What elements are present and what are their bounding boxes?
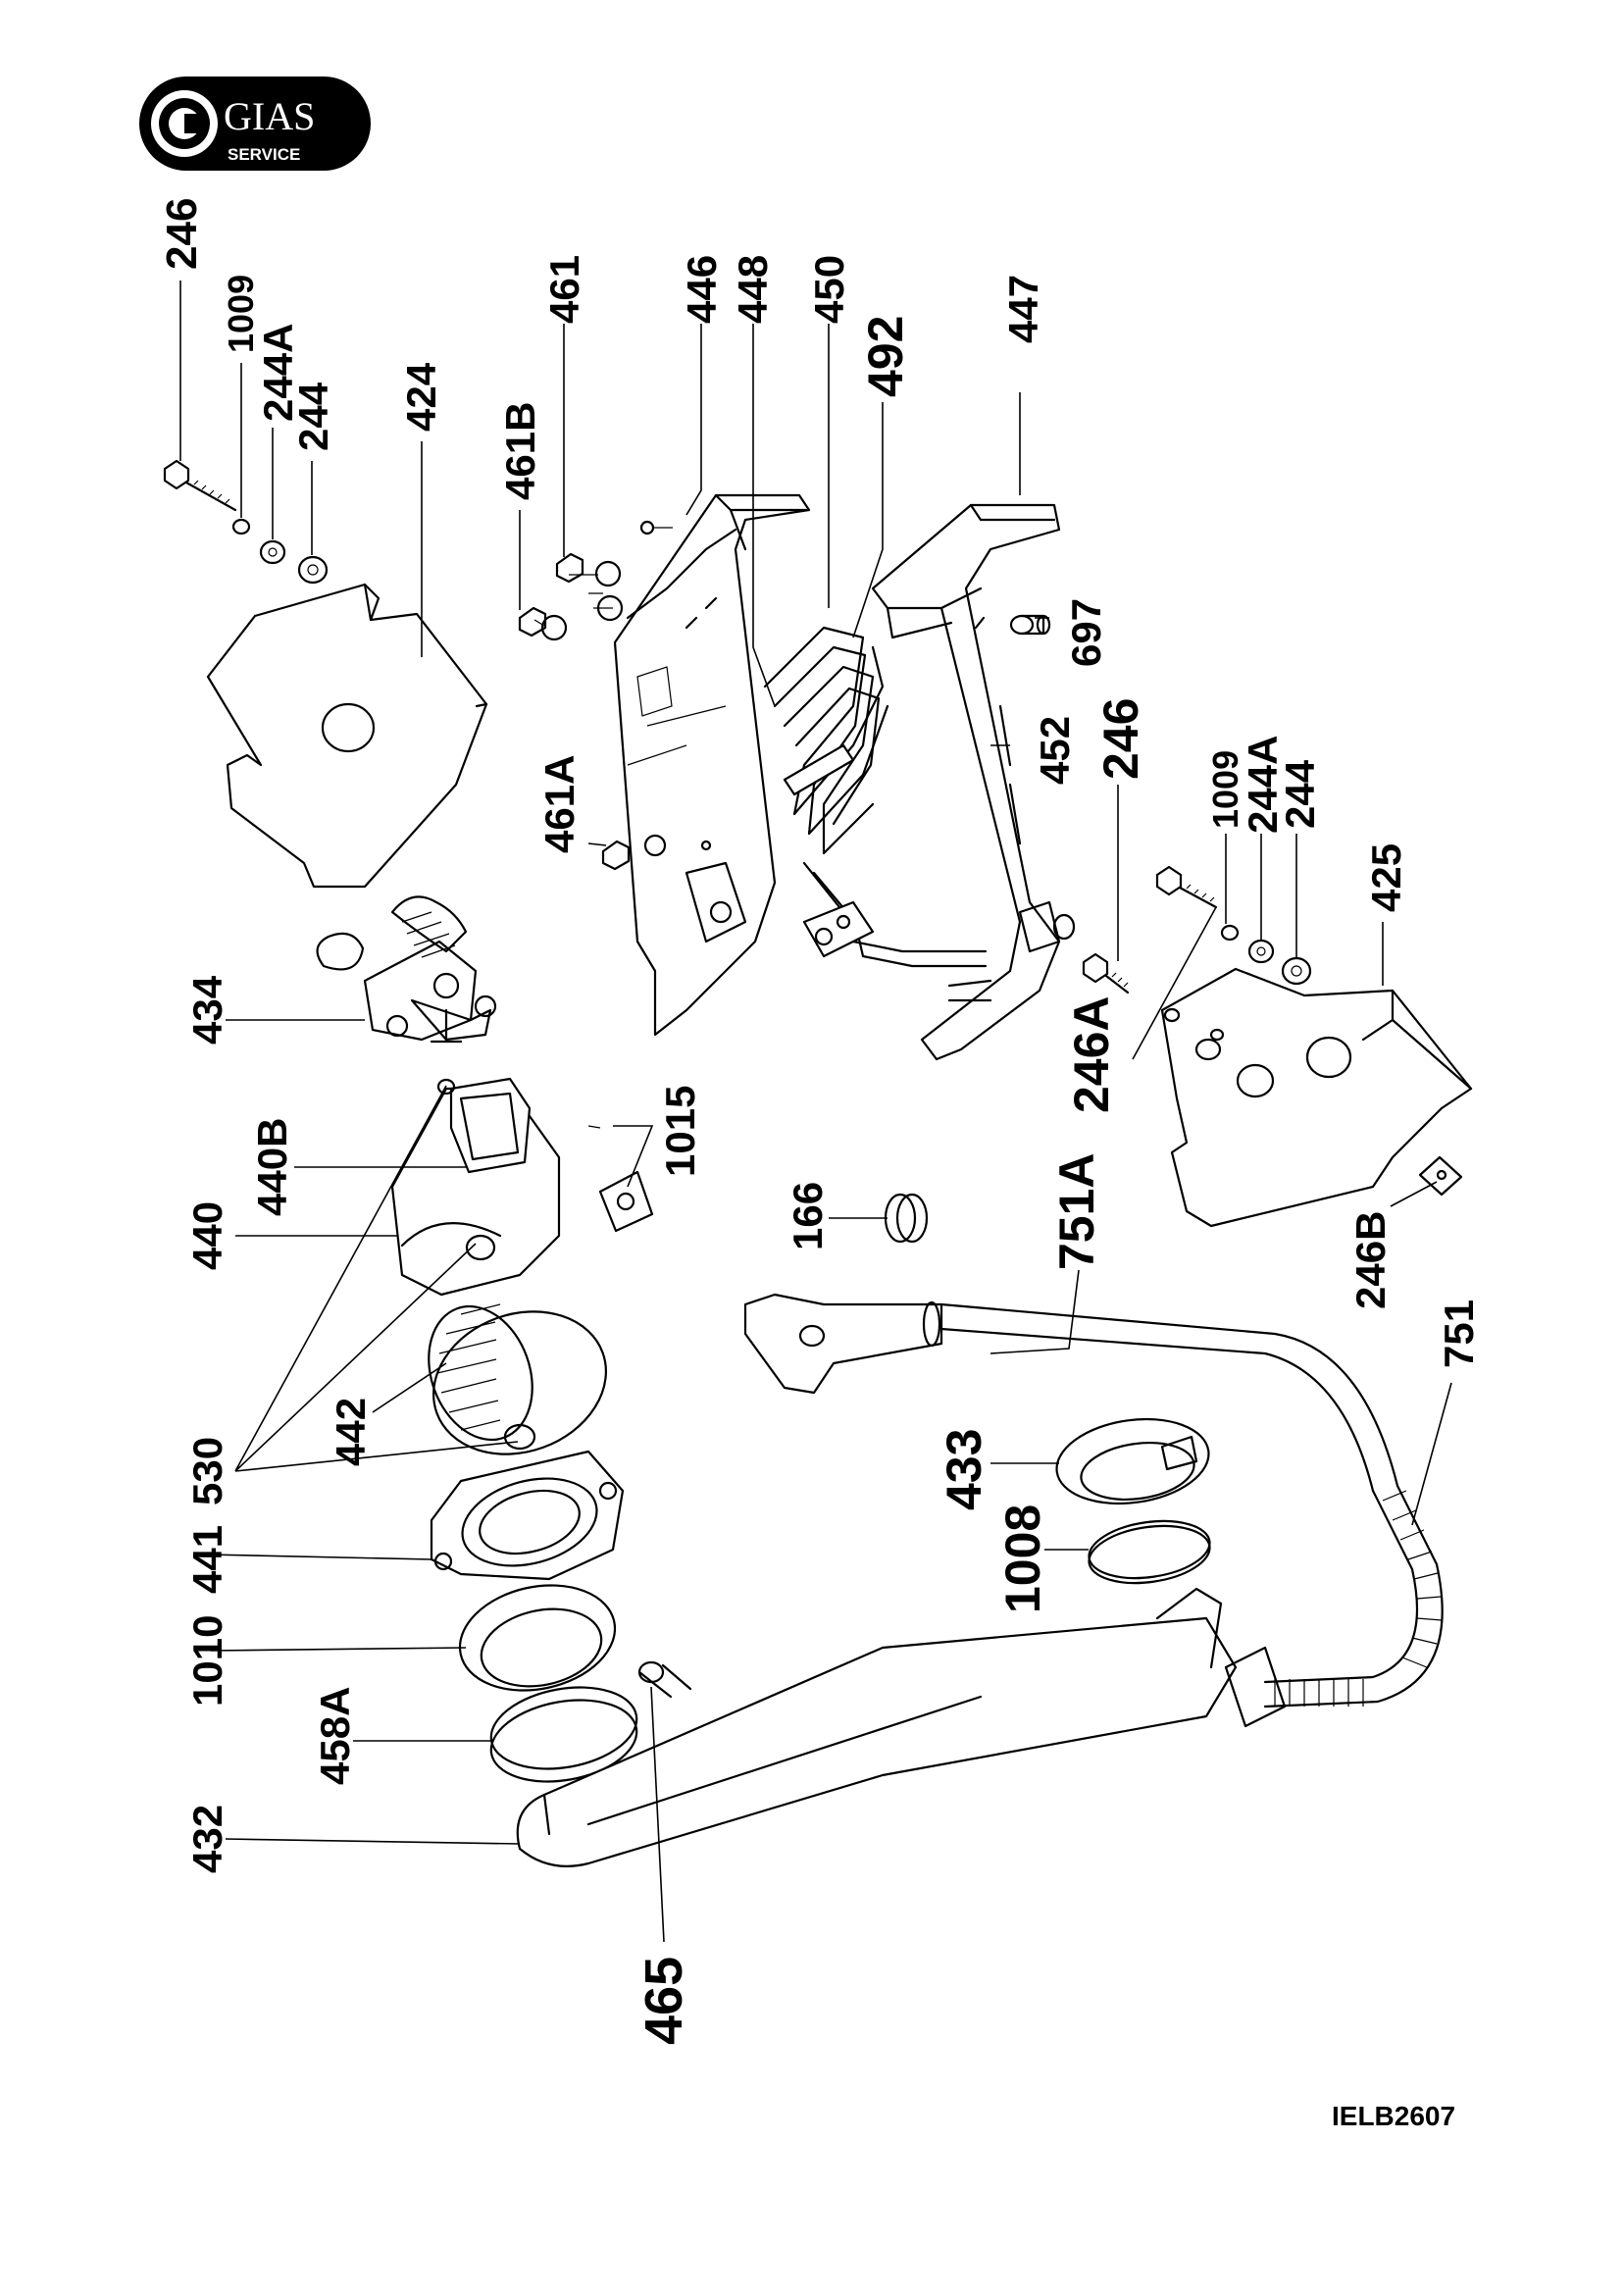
- hose-751: [939, 1302, 1444, 1708]
- leader-lines: [179, 280, 1452, 1943]
- hose-end-751A: [743, 1293, 943, 1395]
- label-461B: 461B: [497, 402, 543, 500]
- fan-cover-441: [430, 1450, 625, 1581]
- label-246-mid: 246: [1093, 698, 1148, 780]
- washer-244A-mid: [1247, 939, 1275, 964]
- label-246B: 246B: [1347, 1211, 1394, 1309]
- terminals-461: [518, 520, 673, 641]
- air-duct-432: [516, 1587, 1287, 1867]
- label-448: 448: [730, 255, 776, 324]
- label-751: 751: [1436, 1300, 1482, 1368]
- label-461: 461: [541, 255, 587, 324]
- insulation-pad-424: [206, 583, 488, 889]
- heater-housing-447: [871, 503, 1076, 1061]
- motor-434: [316, 895, 497, 1044]
- drawing-reference: IELB2607: [1332, 2101, 1455, 2131]
- label-434: 434: [184, 975, 230, 1045]
- label-530: 530: [184, 1437, 230, 1505]
- label-440: 440: [184, 1201, 230, 1270]
- label-433: 433: [937, 1429, 991, 1510]
- fan-wheel-442: [428, 1303, 607, 1455]
- screw-246-mid: [1082, 952, 1130, 994]
- washer-244-mid: [1281, 956, 1312, 986]
- label-446: 446: [679, 255, 725, 324]
- heating-element-450: [763, 626, 988, 968]
- collar-433: [1055, 1417, 1210, 1505]
- label-450: 450: [806, 255, 852, 324]
- screw-246-top: [163, 459, 237, 512]
- heater-housing-446: [613, 493, 811, 1037]
- screw-246A: [1155, 865, 1218, 909]
- label-452: 452: [1032, 716, 1078, 785]
- washer-1009-top: [231, 518, 251, 535]
- label-1009-mid: 1009: [1205, 750, 1245, 829]
- label-1015: 1015: [657, 1086, 703, 1177]
- label-458A: 458A: [312, 1687, 358, 1785]
- label-246-top: 246: [158, 198, 206, 270]
- label-424: 424: [398, 362, 444, 432]
- label-440B: 440B: [249, 1118, 295, 1216]
- fan-housing-440: [390, 1077, 561, 1297]
- washer-1009-mid: [1220, 924, 1240, 942]
- label-447: 447: [1000, 275, 1046, 343]
- label-244-mid: 244: [1277, 759, 1323, 829]
- part-labels: 246 1009 244A 244 424 461B 461 446 448 4…: [158, 198, 1482, 2045]
- label-1008: 1008: [995, 1504, 1050, 1613]
- washer-244-top: [297, 555, 329, 585]
- gias-service-logo: GIAS SERVICE: [139, 76, 371, 171]
- insulation-pad-425: [1160, 967, 1473, 1228]
- gasket-1008: [1088, 1519, 1211, 1585]
- clip-246B: [1418, 1155, 1463, 1197]
- washer-244A-top: [259, 539, 286, 565]
- bushing-697: [1009, 614, 1051, 636]
- seal-1010: [458, 1584, 617, 1692]
- label-244-top: 244: [290, 382, 336, 451]
- gasket-1015: [587, 1125, 654, 1233]
- label-441: 441: [184, 1525, 230, 1594]
- label-244A-mid: 244A: [1240, 736, 1286, 834]
- label-244A-top: 244A: [255, 324, 301, 422]
- label-1010: 1010: [184, 1615, 230, 1707]
- label-442: 442: [328, 1398, 374, 1466]
- clamp-458A: [489, 1686, 638, 1783]
- label-425: 425: [1363, 843, 1409, 912]
- label-246A: 246A: [1064, 995, 1119, 1113]
- label-461A: 461A: [536, 755, 583, 853]
- label-432: 432: [184, 1805, 230, 1873]
- label-166: 166: [785, 1182, 831, 1250]
- logo-brand: GIAS: [224, 94, 315, 138]
- label-751A: 751A: [1049, 1152, 1104, 1270]
- label-697: 697: [1063, 598, 1109, 667]
- ring-166: [884, 1193, 929, 1244]
- logo-sub: SERVICE: [228, 145, 300, 164]
- terminal-461A: [601, 834, 712, 871]
- label-1009-top: 1009: [221, 275, 261, 353]
- label-465: 465: [634, 1957, 693, 2045]
- label-492: 492: [858, 316, 913, 397]
